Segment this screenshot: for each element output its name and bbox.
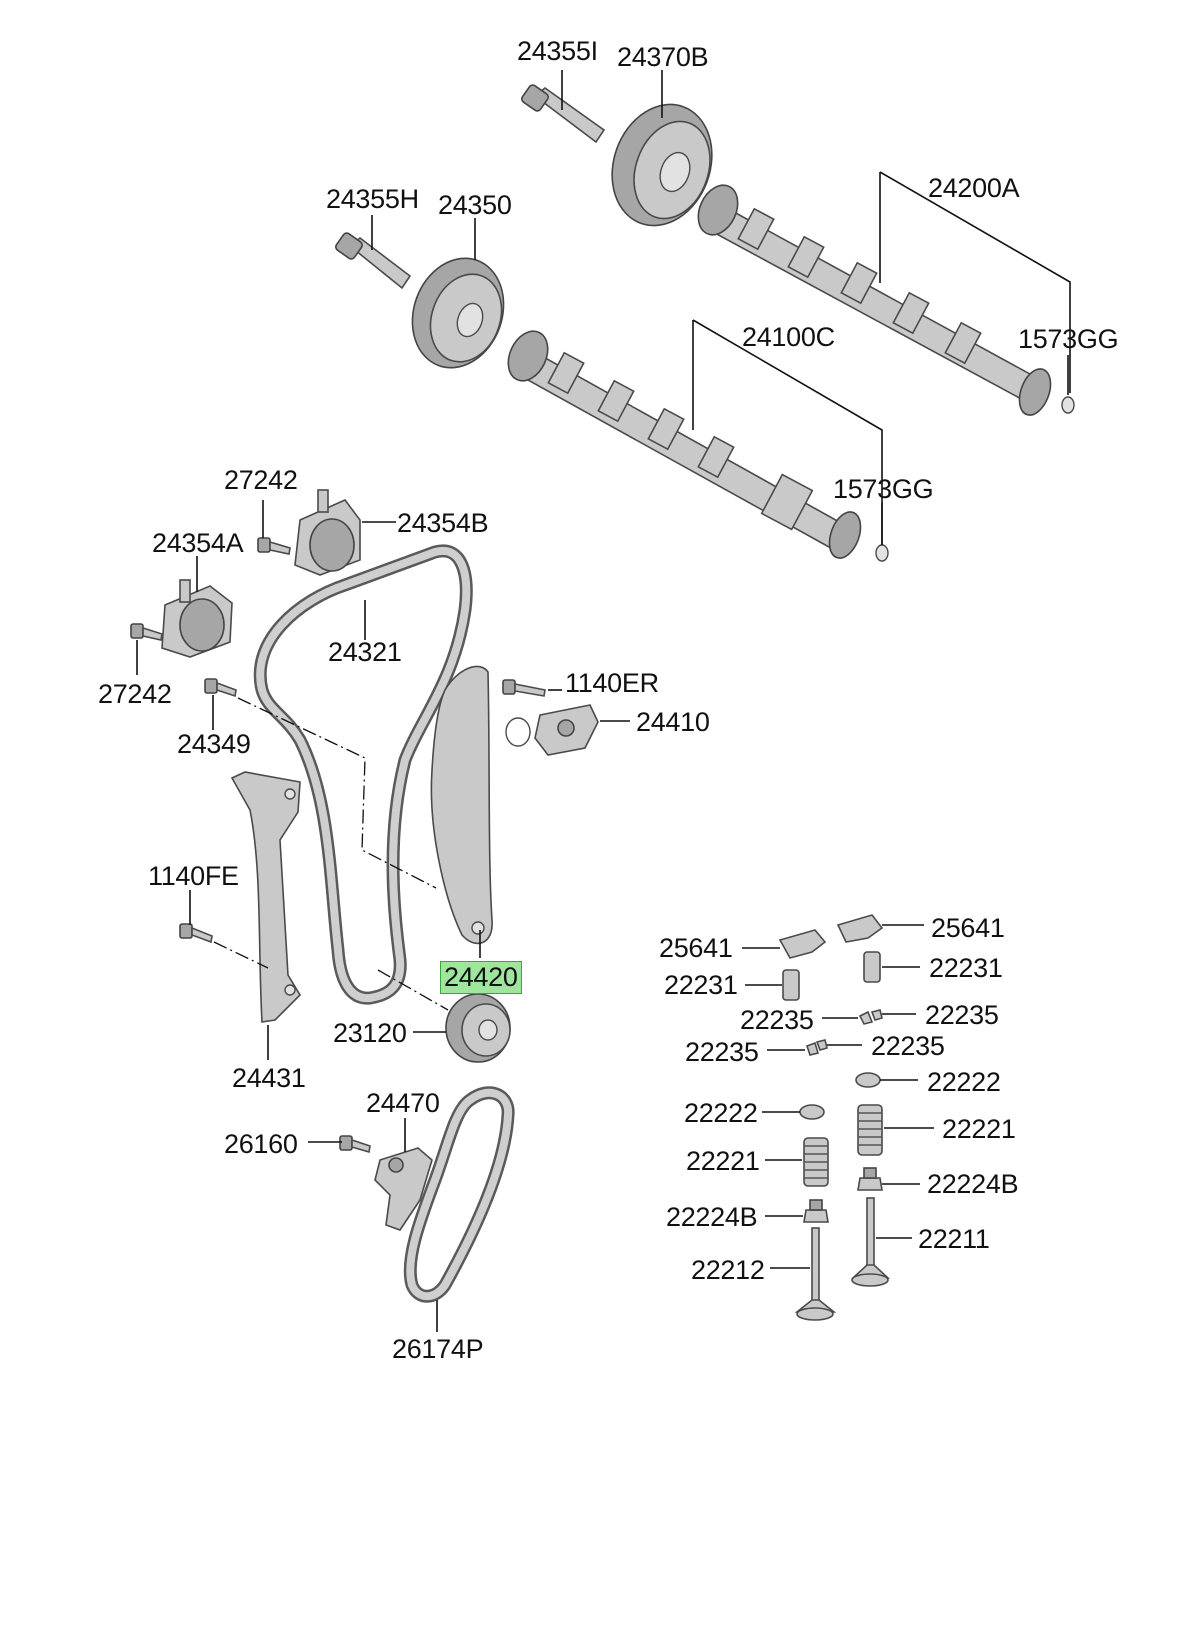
label-1573GG-b[interactable]: 1573GG — [833, 474, 934, 504]
label-24354A[interactable]: 24354A — [152, 528, 244, 558]
lash-adjuster-22231-a — [782, 969, 800, 1001]
label-24420-highlighted[interactable]: 24420 — [440, 961, 522, 994]
chain-guide-24431 — [230, 771, 302, 1023]
cam-sprocket-24370B — [611, 103, 713, 227]
label-24355I[interactable]: 24355I — [517, 36, 598, 66]
label-24470[interactable]: 24470 — [366, 1088, 440, 1118]
tensioner-24470 — [374, 1147, 433, 1231]
timing-chain-24321 — [253, 544, 473, 1005]
label-22222-b[interactable]: 22222 — [684, 1098, 758, 1128]
oil-pump-chain-26174P — [403, 1086, 515, 1303]
valve-spring-22221-b — [857, 1104, 883, 1156]
solenoid-24354A — [161, 579, 233, 658]
label-22235-a[interactable]: 22235 — [740, 1005, 814, 1035]
oil-control-valve-24355H — [335, 232, 412, 290]
valve-22211 — [850, 1197, 891, 1287]
label-1140FE[interactable]: 1140FE — [148, 861, 239, 891]
crank-sprocket-23120 — [445, 993, 511, 1063]
label-24431[interactable]: 24431 — [232, 1063, 306, 1093]
camshaft-24100C — [507, 330, 889, 562]
bolt-26160 — [339, 1135, 371, 1154]
valve-22212 — [794, 1227, 837, 1321]
bolt-24349 — [204, 678, 237, 698]
bolt-27242-b — [130, 623, 163, 641]
retainer-22222-b — [799, 1104, 825, 1120]
label-22231-b[interactable]: 22231 — [929, 953, 1003, 983]
label-22221-a[interactable]: 22221 — [686, 1146, 760, 1176]
label-22224B-a[interactable]: 22224B — [927, 1169, 1019, 1199]
label-22235-d[interactable]: 22235 — [871, 1031, 945, 1061]
label-24349[interactable]: 24349 — [177, 729, 251, 759]
label-23120[interactable]: 23120 — [333, 1018, 407, 1048]
label-24370B[interactable]: 24370B — [617, 42, 709, 72]
valve-seal-22224B-b — [803, 1199, 829, 1223]
label-27242-a[interactable]: 27242 — [224, 465, 298, 495]
label-24355H[interactable]: 24355H — [326, 184, 419, 214]
label-1140ER[interactable]: 1140ER — [565, 668, 659, 698]
label-26160[interactable]: 26160 — [224, 1129, 298, 1159]
label-24321[interactable]: 24321 — [328, 637, 402, 667]
label-22222-a[interactable]: 22222 — [927, 1067, 1001, 1097]
camshaft-24200A — [697, 184, 1075, 416]
bolt-27242-a — [257, 537, 291, 555]
label-22211[interactable]: 22211 — [918, 1224, 990, 1254]
label-24410[interactable]: 24410 — [636, 707, 710, 737]
label-24100C[interactable]: 24100C — [742, 322, 835, 352]
label-26174P[interactable]: 26174P — [392, 1334, 484, 1364]
lash-adjuster-22231-b — [863, 951, 881, 983]
oil-control-valve-24355I — [521, 84, 606, 144]
tensioner-24410 — [505, 704, 599, 756]
label-22221-b[interactable]: 22221 — [942, 1114, 1016, 1144]
retainer-22222-a — [855, 1072, 881, 1088]
valve-spring-22221-a — [803, 1137, 829, 1187]
valve-seal-22224B-a — [857, 1167, 883, 1191]
solenoid-24354B — [294, 489, 361, 576]
cam-sprocket-24350 — [411, 257, 505, 369]
rocker-arm-25641-a — [778, 929, 827, 959]
label-24354B[interactable]: 24354B — [397, 508, 489, 538]
label-25641-a[interactable]: 25641 — [659, 933, 733, 963]
label-22235-b[interactable]: 22235 — [925, 1000, 999, 1030]
label-24350[interactable]: 24350 — [438, 190, 512, 220]
label-22235-c[interactable]: 22235 — [685, 1037, 759, 1067]
chain-guide-24420 — [430, 665, 493, 945]
bolt-1140ER — [502, 679, 546, 697]
rocker-arm-25641-b — [836, 914, 884, 943]
label-25641-b[interactable]: 25641 — [931, 913, 1005, 943]
retainer-key-22235 — [805, 1009, 883, 1056]
label-22224B-b[interactable]: 22224B — [666, 1202, 758, 1232]
label-1573GG-a[interactable]: 1573GG — [1018, 324, 1119, 354]
label-24200A[interactable]: 24200A — [928, 173, 1020, 203]
label-22212[interactable]: 22212 — [691, 1255, 765, 1285]
label-27242-b[interactable]: 27242 — [98, 679, 172, 709]
label-22231-a[interactable]: 22231 — [664, 970, 738, 1000]
bolt-1140FE — [179, 923, 213, 944]
